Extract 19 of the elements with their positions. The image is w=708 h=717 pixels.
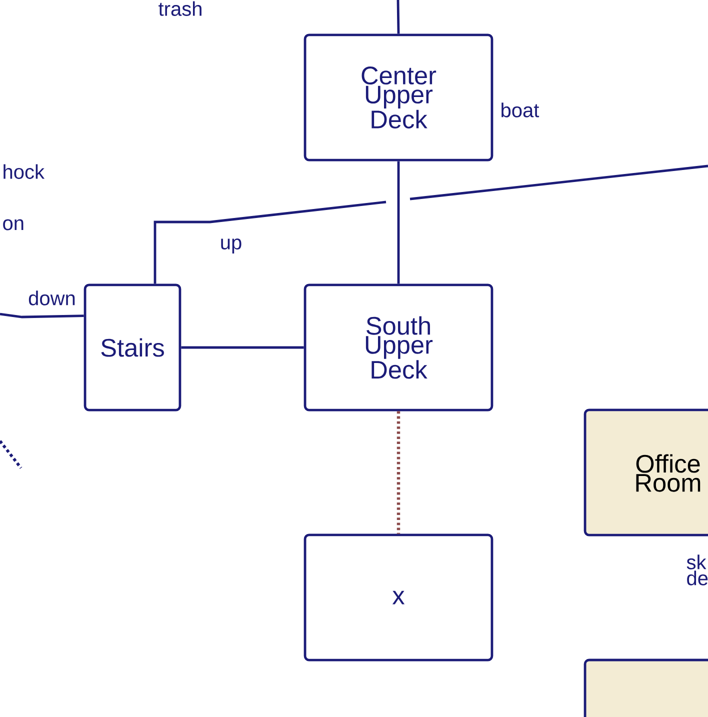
room-box: Stairs xyxy=(84,284,182,412)
connector-line xyxy=(397,161,400,284)
connector-line xyxy=(181,346,304,349)
connector-line xyxy=(154,164,708,285)
room-box: Center Upper Deck xyxy=(304,34,494,162)
room-label: hock xyxy=(4,164,45,179)
empty-box xyxy=(584,658,708,717)
connector-line xyxy=(0,312,84,318)
side-label: sk de xyxy=(686,554,708,586)
connector-line xyxy=(396,0,400,34)
room-label: on xyxy=(3,219,24,230)
room-label: trash xyxy=(158,1,202,16)
side-label: boat xyxy=(502,102,540,118)
room-box: x xyxy=(304,534,494,662)
edge-label: down xyxy=(26,289,78,307)
room-box: Office Room xyxy=(584,408,708,536)
connector-line xyxy=(396,411,400,534)
edge-label: up xyxy=(218,237,244,255)
room-box: South Upper Deck xyxy=(304,284,494,412)
